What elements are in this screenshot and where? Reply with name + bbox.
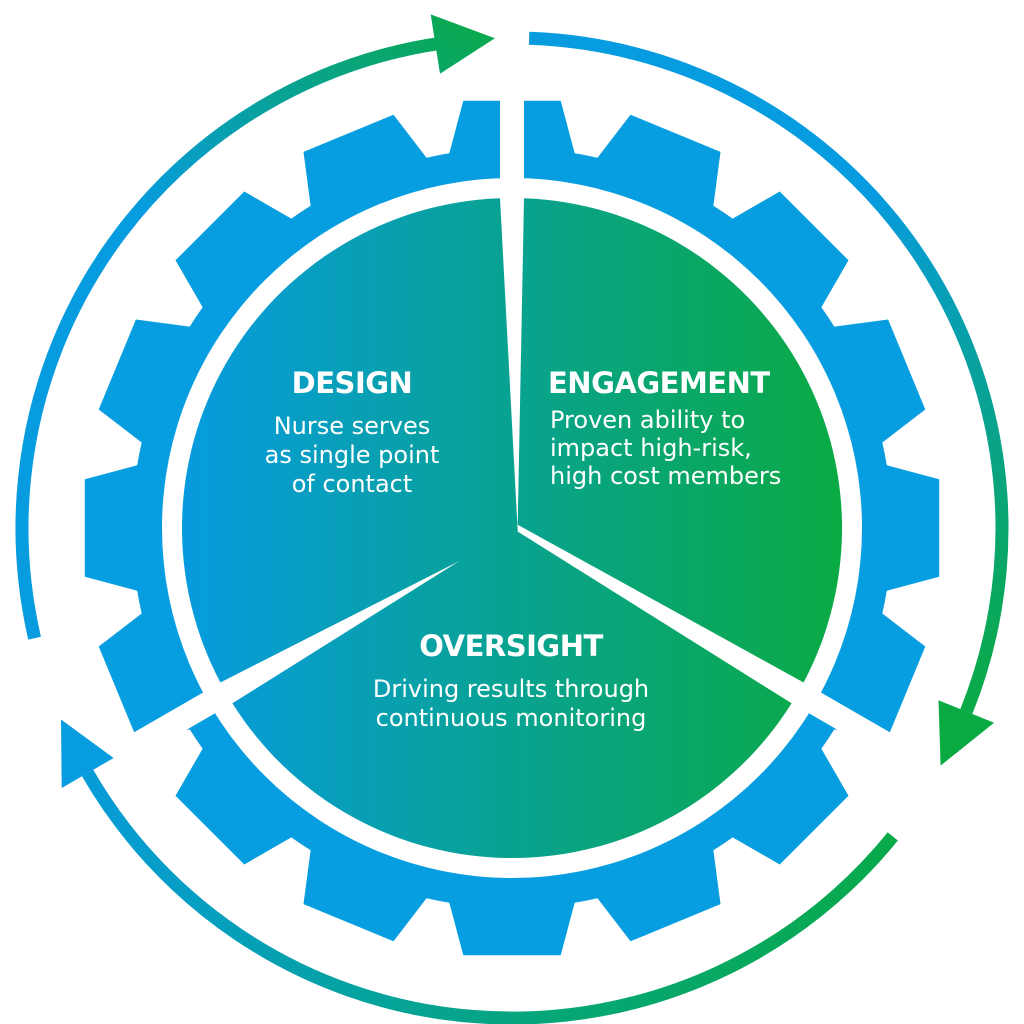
engagement-text-block: ENGAGEMENT Proven ability to impact high… — [548, 366, 781, 490]
pie-segments — [181, 198, 843, 859]
gear-notch — [116, 682, 233, 764]
engagement-line-3: high cost members — [550, 462, 781, 490]
oversight-text-block: OVERSIGHT Driving results through contin… — [373, 629, 649, 732]
gear-notch — [791, 682, 908, 764]
design-line-1: Nurse serves — [274, 412, 431, 440]
top-cycle-arrow — [15, 36, 445, 640]
oversight-line-2: continuous monitoring — [376, 704, 647, 732]
right-cycle-arrow — [528, 31, 1009, 715]
engagement-line-1: Proven ability to — [550, 406, 745, 434]
cycle-arrow-icon — [15, 14, 1009, 1024]
bottom-arrowhead-icon — [61, 719, 114, 788]
design-text-block: DESIGN Nurse serves as single point of c… — [265, 366, 440, 498]
top-arrowhead-icon — [430, 14, 495, 74]
design-line-2: as single point — [265, 441, 440, 469]
oversight-title: OVERSIGHT — [419, 629, 603, 663]
design-line-3: of contact — [292, 470, 413, 498]
engagement-segment — [517, 198, 843, 683]
engagement-line-2: impact high-risk, — [550, 434, 752, 462]
oversight-line-1: Driving results through — [373, 675, 649, 703]
right-arrowhead-icon — [938, 700, 995, 766]
design-segment — [181, 198, 518, 683]
design-title: DESIGN — [292, 366, 413, 400]
engagement-title: ENGAGEMENT — [548, 366, 770, 400]
bottom-cycle-arrow — [81, 769, 898, 1024]
oversight-segment — [232, 528, 792, 859]
